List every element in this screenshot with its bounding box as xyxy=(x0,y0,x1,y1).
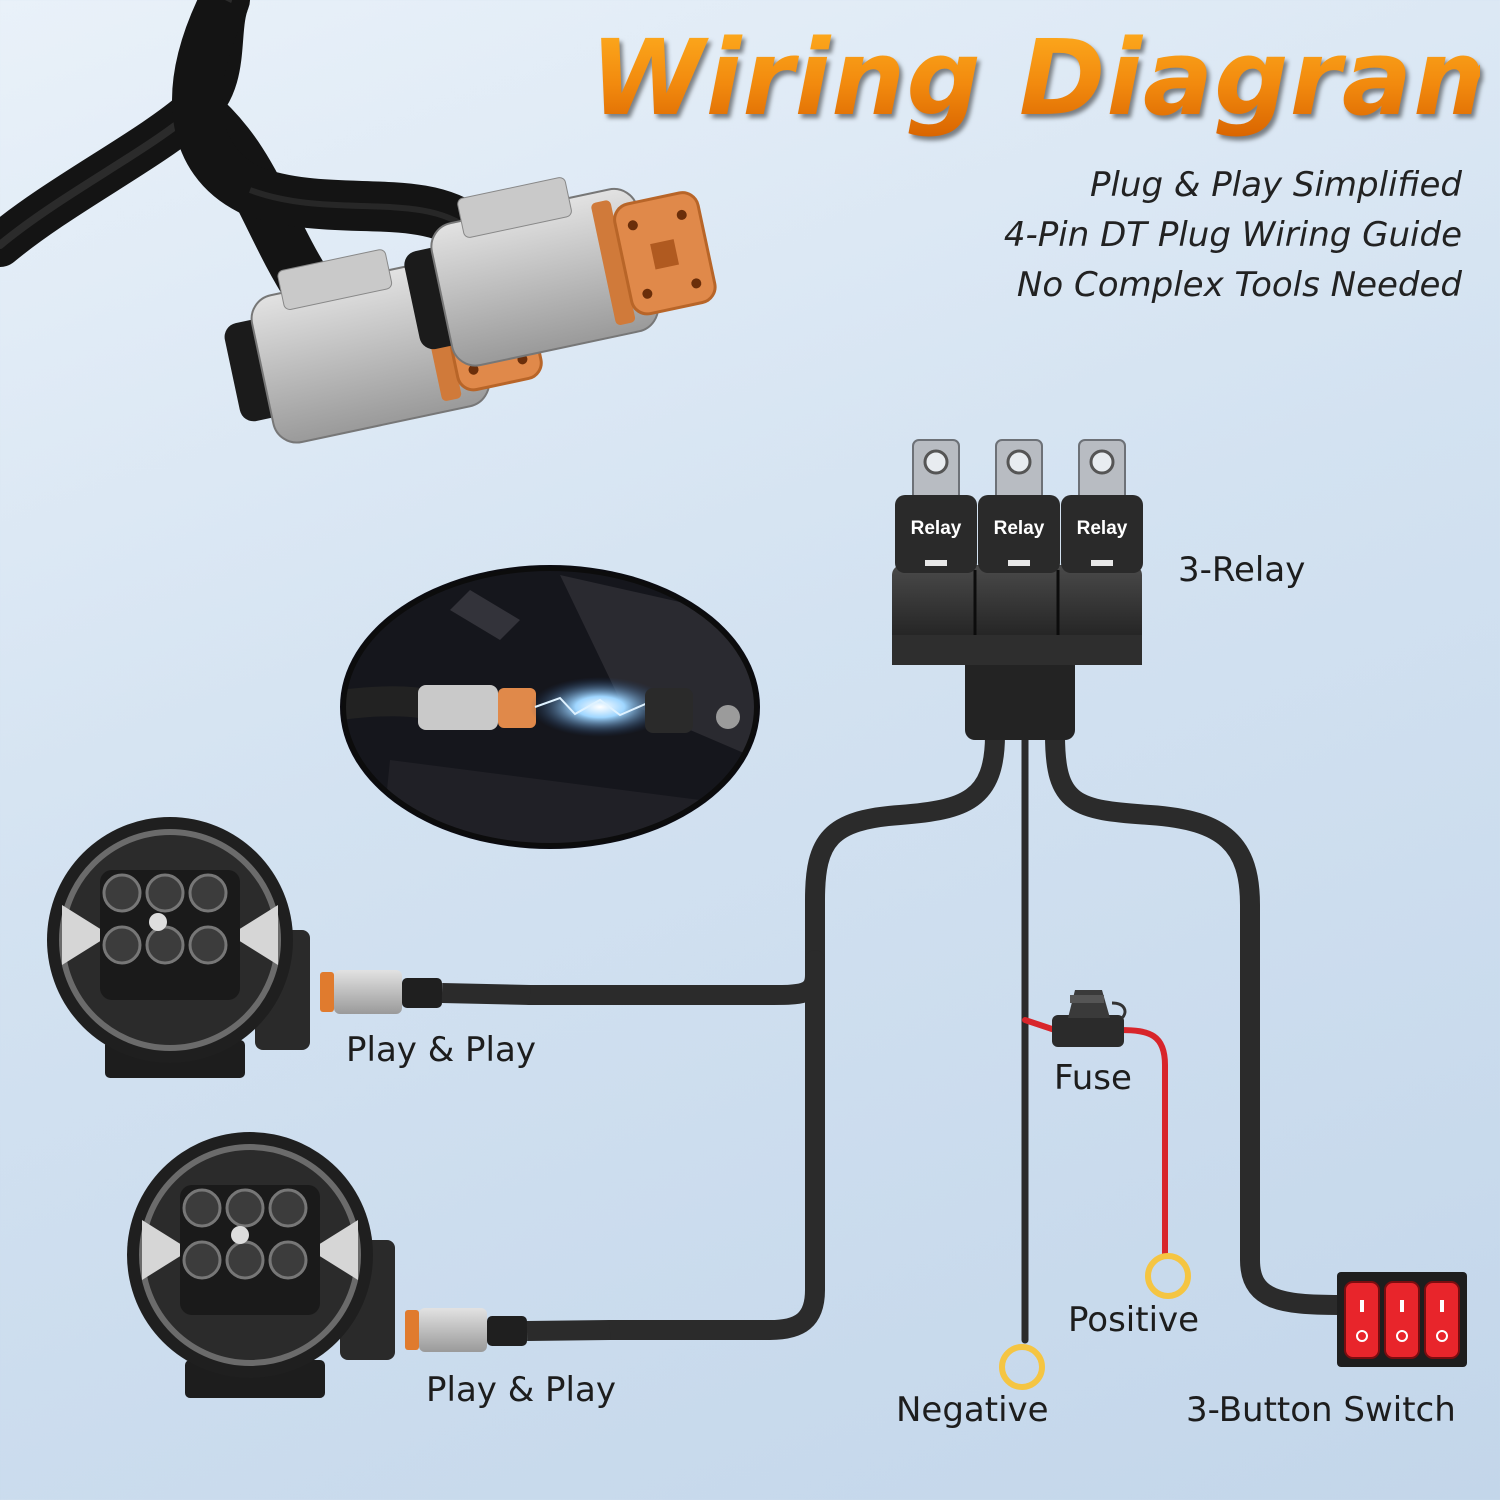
light-1-plug xyxy=(320,970,531,1014)
light-1-plug-label: Play & Play xyxy=(346,1030,536,1070)
relay-2 xyxy=(978,439,1060,573)
dt-plug-right xyxy=(404,177,717,367)
page-title: Wiring Diagram xyxy=(590,17,1500,139)
three-relay-label: 3-Relay xyxy=(1178,550,1306,590)
subtitle-line-3: No Complex Tools Needed xyxy=(1016,265,1462,305)
fuse-label: Fuse xyxy=(1054,1058,1132,1098)
relay-1 xyxy=(895,439,977,573)
relay-3 xyxy=(1061,439,1143,573)
relay-label-3: Relay xyxy=(1077,518,1128,539)
negative-label: Negative xyxy=(896,1390,1049,1430)
harness-wires xyxy=(520,725,1350,1344)
relay-block xyxy=(892,565,1142,740)
dt-connector-cables xyxy=(0,0,486,305)
led-light-1 xyxy=(47,817,310,1078)
connection-detail-inset xyxy=(340,565,760,849)
positive-ring-terminal xyxy=(1145,1253,1191,1299)
relay-label-1: Relay xyxy=(911,518,962,539)
negative-ring-terminal xyxy=(999,1344,1045,1390)
positive-label: Positive xyxy=(1068,1300,1200,1340)
subtitle-line-1: Plug & Play Simplified xyxy=(1089,165,1462,205)
switch-label: 3-Button Switch xyxy=(1186,1390,1456,1430)
light-2-plug xyxy=(405,1308,611,1352)
light-2-plug-label: Play & Play xyxy=(426,1370,616,1410)
fuse xyxy=(1052,990,1127,1047)
three-button-switch xyxy=(1337,1272,1467,1367)
subtitle-line-2: 4-Pin DT Plug Wiring Guide xyxy=(1003,215,1462,255)
relay-label-2: Relay xyxy=(994,518,1045,539)
led-light-2 xyxy=(127,1132,395,1398)
